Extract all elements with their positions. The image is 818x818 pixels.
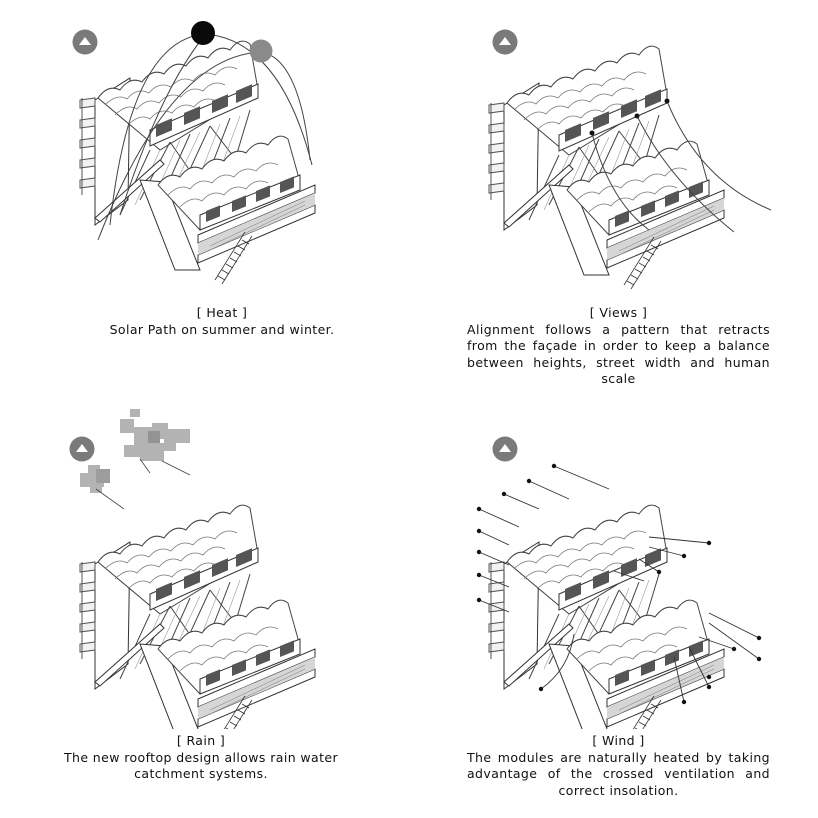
wind-source-dots: [476, 463, 557, 692]
panel-wind: [ Wind ] The modules are naturally heate…: [409, 409, 818, 818]
rain-diagram: [69, 409, 316, 729]
views-body: Alignment follows a pattern that retract…: [467, 321, 770, 387]
north-arrow-icon: [492, 436, 518, 462]
building-drawing: [79, 40, 316, 285]
rain-caption: [ Rain ] The new rooftop design allows r…: [48, 733, 354, 783]
building-drawing: [79, 504, 316, 729]
building-drawing: [488, 45, 725, 290]
north-arrow-icon: [492, 29, 518, 55]
cloud-icon: [80, 409, 190, 493]
heat-diagram: [72, 21, 316, 285]
viewpoint-dots: [589, 98, 670, 136]
summer-sun-icon: [191, 21, 215, 45]
heat-caption: [ Heat ] Solar Path on summer and winter…: [0, 305, 444, 338]
wind-flow-lines: [478, 465, 760, 703]
views-diagram: [488, 29, 772, 290]
panel-views: [ Views ] Alignment follows a pattern th…: [409, 0, 818, 409]
rain-title: [ Rain ]: [176, 733, 226, 748]
rain-lines: [95, 458, 191, 510]
heat-title: [ Heat ]: [196, 305, 248, 320]
wind-diagram: [476, 436, 762, 729]
sight-lines: [591, 100, 772, 233]
north-arrow-icon: [69, 436, 95, 462]
wind-title: [ Wind ]: [592, 733, 645, 748]
panel-rain: [ Rain ] The new rooftop design allows r…: [0, 409, 409, 818]
heat-body: Solar Path on summer and winter.: [109, 321, 335, 337]
views-caption: [ Views ] Alignment follows a pattern th…: [467, 305, 770, 388]
building-drawing: [488, 504, 725, 729]
winter-sun-icon: [249, 39, 273, 63]
north-arrow-icon: [72, 29, 98, 55]
rain-body: The new rooftop design allows rain water…: [63, 749, 338, 782]
views-title: [ Views ]: [589, 305, 648, 320]
wind-body: The modules are naturally heated by taki…: [467, 749, 770, 798]
wind-caption: [ Wind ] The modules are naturally heate…: [467, 733, 770, 799]
panel-heat: [ Heat ] Solar Path on summer and winter…: [0, 0, 409, 409]
wind-exit-dots: [656, 540, 762, 705]
